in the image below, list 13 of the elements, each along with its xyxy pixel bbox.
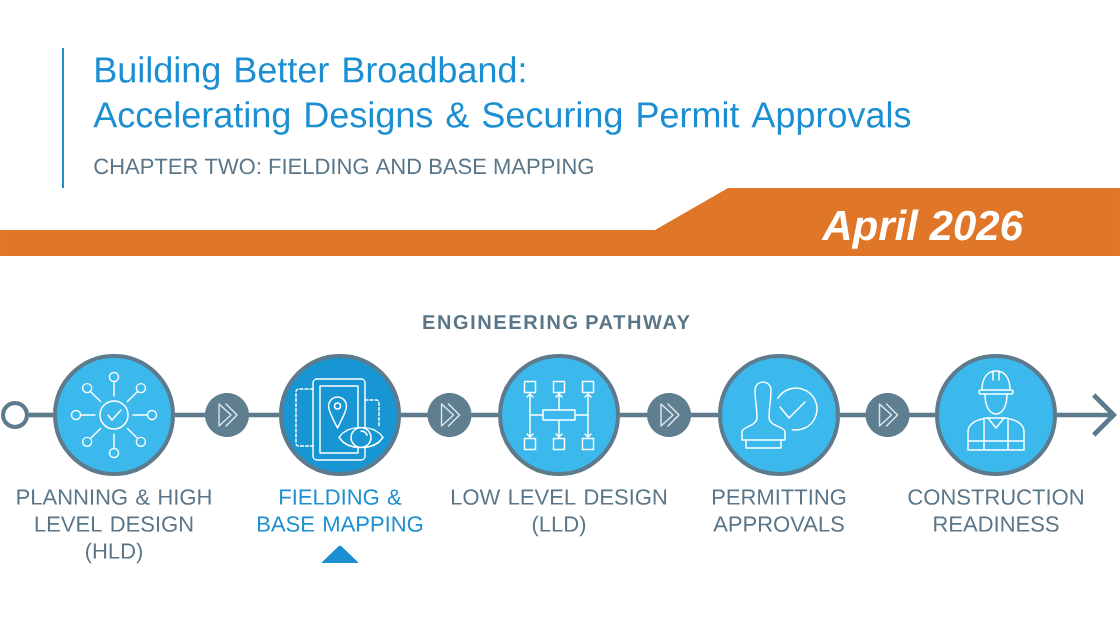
ring: [1, 401, 29, 429]
step-label: LOW LEVEL DESIGN (LLD): [452, 489, 666, 537]
title: Building Better Broadband: Accelerating Designs & Securing Permit Approvals: [93, 56, 911, 135]
step-label: CONSTRUCTION READINESS: [908, 489, 1083, 532]
arrow: [620, 393, 718, 437]
step-label: PERMITTING APPROVALS: [712, 489, 846, 532]
arrow: [840, 393, 935, 437]
arrow: [175, 393, 279, 437]
step-label: PLANNING & HIGH LEVEL DESIGN (HLD): [17, 489, 211, 564]
arrow: [401, 393, 498, 437]
banner: April 2026: [0, 188, 1120, 256]
section-heading: ENGINEERING PATHWAY: [423, 315, 690, 330]
step-label: FIELDING & BASE MAPPING: [258, 489, 423, 532]
